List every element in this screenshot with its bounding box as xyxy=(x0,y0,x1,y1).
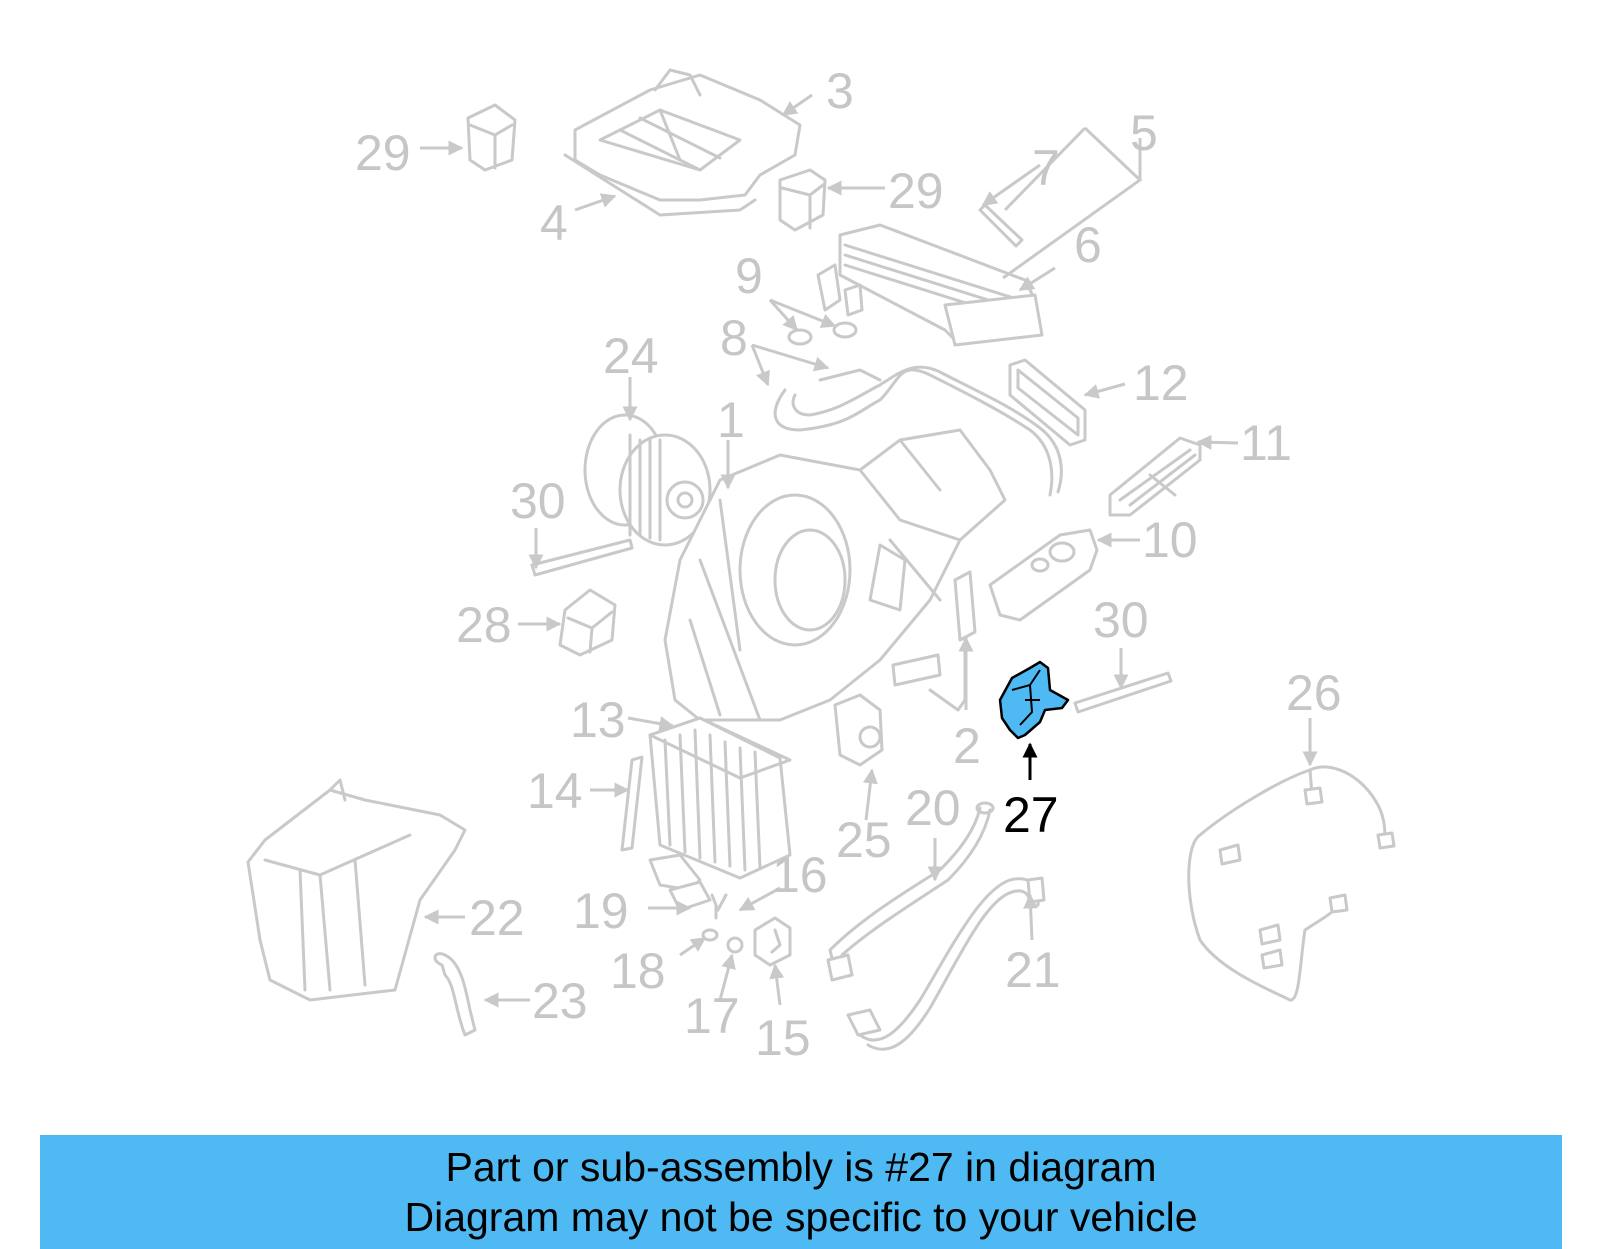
callout-24: 24 xyxy=(603,328,659,384)
part-18-oring xyxy=(701,928,719,942)
part-30-strip-left xyxy=(530,538,634,577)
part-10-bracket xyxy=(988,528,1099,622)
part-28-actuator xyxy=(558,588,617,657)
info-banner: Part or sub-assembly is #27 in diagram D… xyxy=(40,1135,1562,1249)
part-25-valve xyxy=(833,693,884,767)
part-26-wiring-harness xyxy=(1187,765,1396,1002)
part-2-seals xyxy=(891,570,977,712)
part-1-hvac-housing xyxy=(663,428,1007,722)
callout-22: 22 xyxy=(469,890,525,946)
part-8-lines xyxy=(773,365,1063,497)
callout-4: 4 xyxy=(540,195,568,251)
part-27-highlighted xyxy=(998,660,1070,740)
callout-26: 26 xyxy=(1286,665,1342,721)
callout-3: 3 xyxy=(826,63,854,119)
banner-line-part-number: Part or sub-assembly is #27 in diagram xyxy=(445,1144,1157,1190)
callout-6: 6 xyxy=(1074,217,1102,273)
callout-30-right: 30 xyxy=(1093,592,1149,648)
part-12-gasket xyxy=(1008,358,1087,447)
callout-19: 19 xyxy=(573,883,629,939)
callout-13: 13 xyxy=(570,692,626,748)
callout-10: 10 xyxy=(1142,512,1198,568)
part-29-actuator-center xyxy=(778,168,827,232)
part-15-valve xyxy=(753,916,792,967)
callout-17: 17 xyxy=(684,988,740,1044)
callout-28: 28 xyxy=(456,597,512,653)
callout-labels: 1 2 3 4 5 6 7 8 9 10 11 12 13 14 15 16 1… xyxy=(355,63,1342,1066)
callout-11: 11 xyxy=(1240,415,1292,471)
part-30-strip-right xyxy=(1073,671,1173,714)
callout-8: 8 xyxy=(720,310,748,366)
callout-23: 23 xyxy=(532,973,588,1029)
callout-27: 27 xyxy=(1003,787,1059,843)
part-24-blower-motor xyxy=(583,413,712,547)
callout-14: 14 xyxy=(527,763,583,819)
callout-9: 9 xyxy=(735,248,763,304)
callout-1: 1 xyxy=(717,392,745,448)
callout-7: 7 xyxy=(1032,140,1060,196)
callout-29-center: 29 xyxy=(888,163,944,219)
part-7-seal xyxy=(978,203,1024,248)
callout-15: 15 xyxy=(755,1010,811,1066)
part-14-seal xyxy=(620,755,644,852)
leader-lines xyxy=(420,93,1318,1008)
callout-18: 18 xyxy=(610,943,666,999)
part-29-actuator-left xyxy=(466,103,517,172)
part-16-clip xyxy=(710,893,728,920)
part-3-housing-cover xyxy=(563,68,802,217)
part-23-drain-hose xyxy=(433,952,477,1037)
part-20-pipe xyxy=(826,801,995,982)
part-22-lower-housing xyxy=(246,778,467,1002)
callout-5: 5 xyxy=(1130,105,1158,161)
part-13-evaporator xyxy=(648,716,792,892)
callout-20: 20 xyxy=(905,780,961,836)
callout-25: 25 xyxy=(836,812,892,868)
callout-12: 12 xyxy=(1133,355,1189,411)
callout-16: 16 xyxy=(772,847,828,903)
part-6-heater-core xyxy=(816,223,1044,347)
callout-29-left: 29 xyxy=(355,125,411,181)
callout-21: 21 xyxy=(1005,942,1061,998)
part-17-oring xyxy=(726,936,744,954)
callout-30-left: 30 xyxy=(510,473,566,529)
parts-diagram: 1 2 3 4 5 6 7 8 9 10 11 12 13 14 15 16 1… xyxy=(246,63,1396,1066)
part-9-fittings xyxy=(787,321,858,346)
callout-2: 2 xyxy=(953,718,981,774)
banner-line-disclaimer: Diagram may not be specific to your vehi… xyxy=(404,1194,1198,1240)
